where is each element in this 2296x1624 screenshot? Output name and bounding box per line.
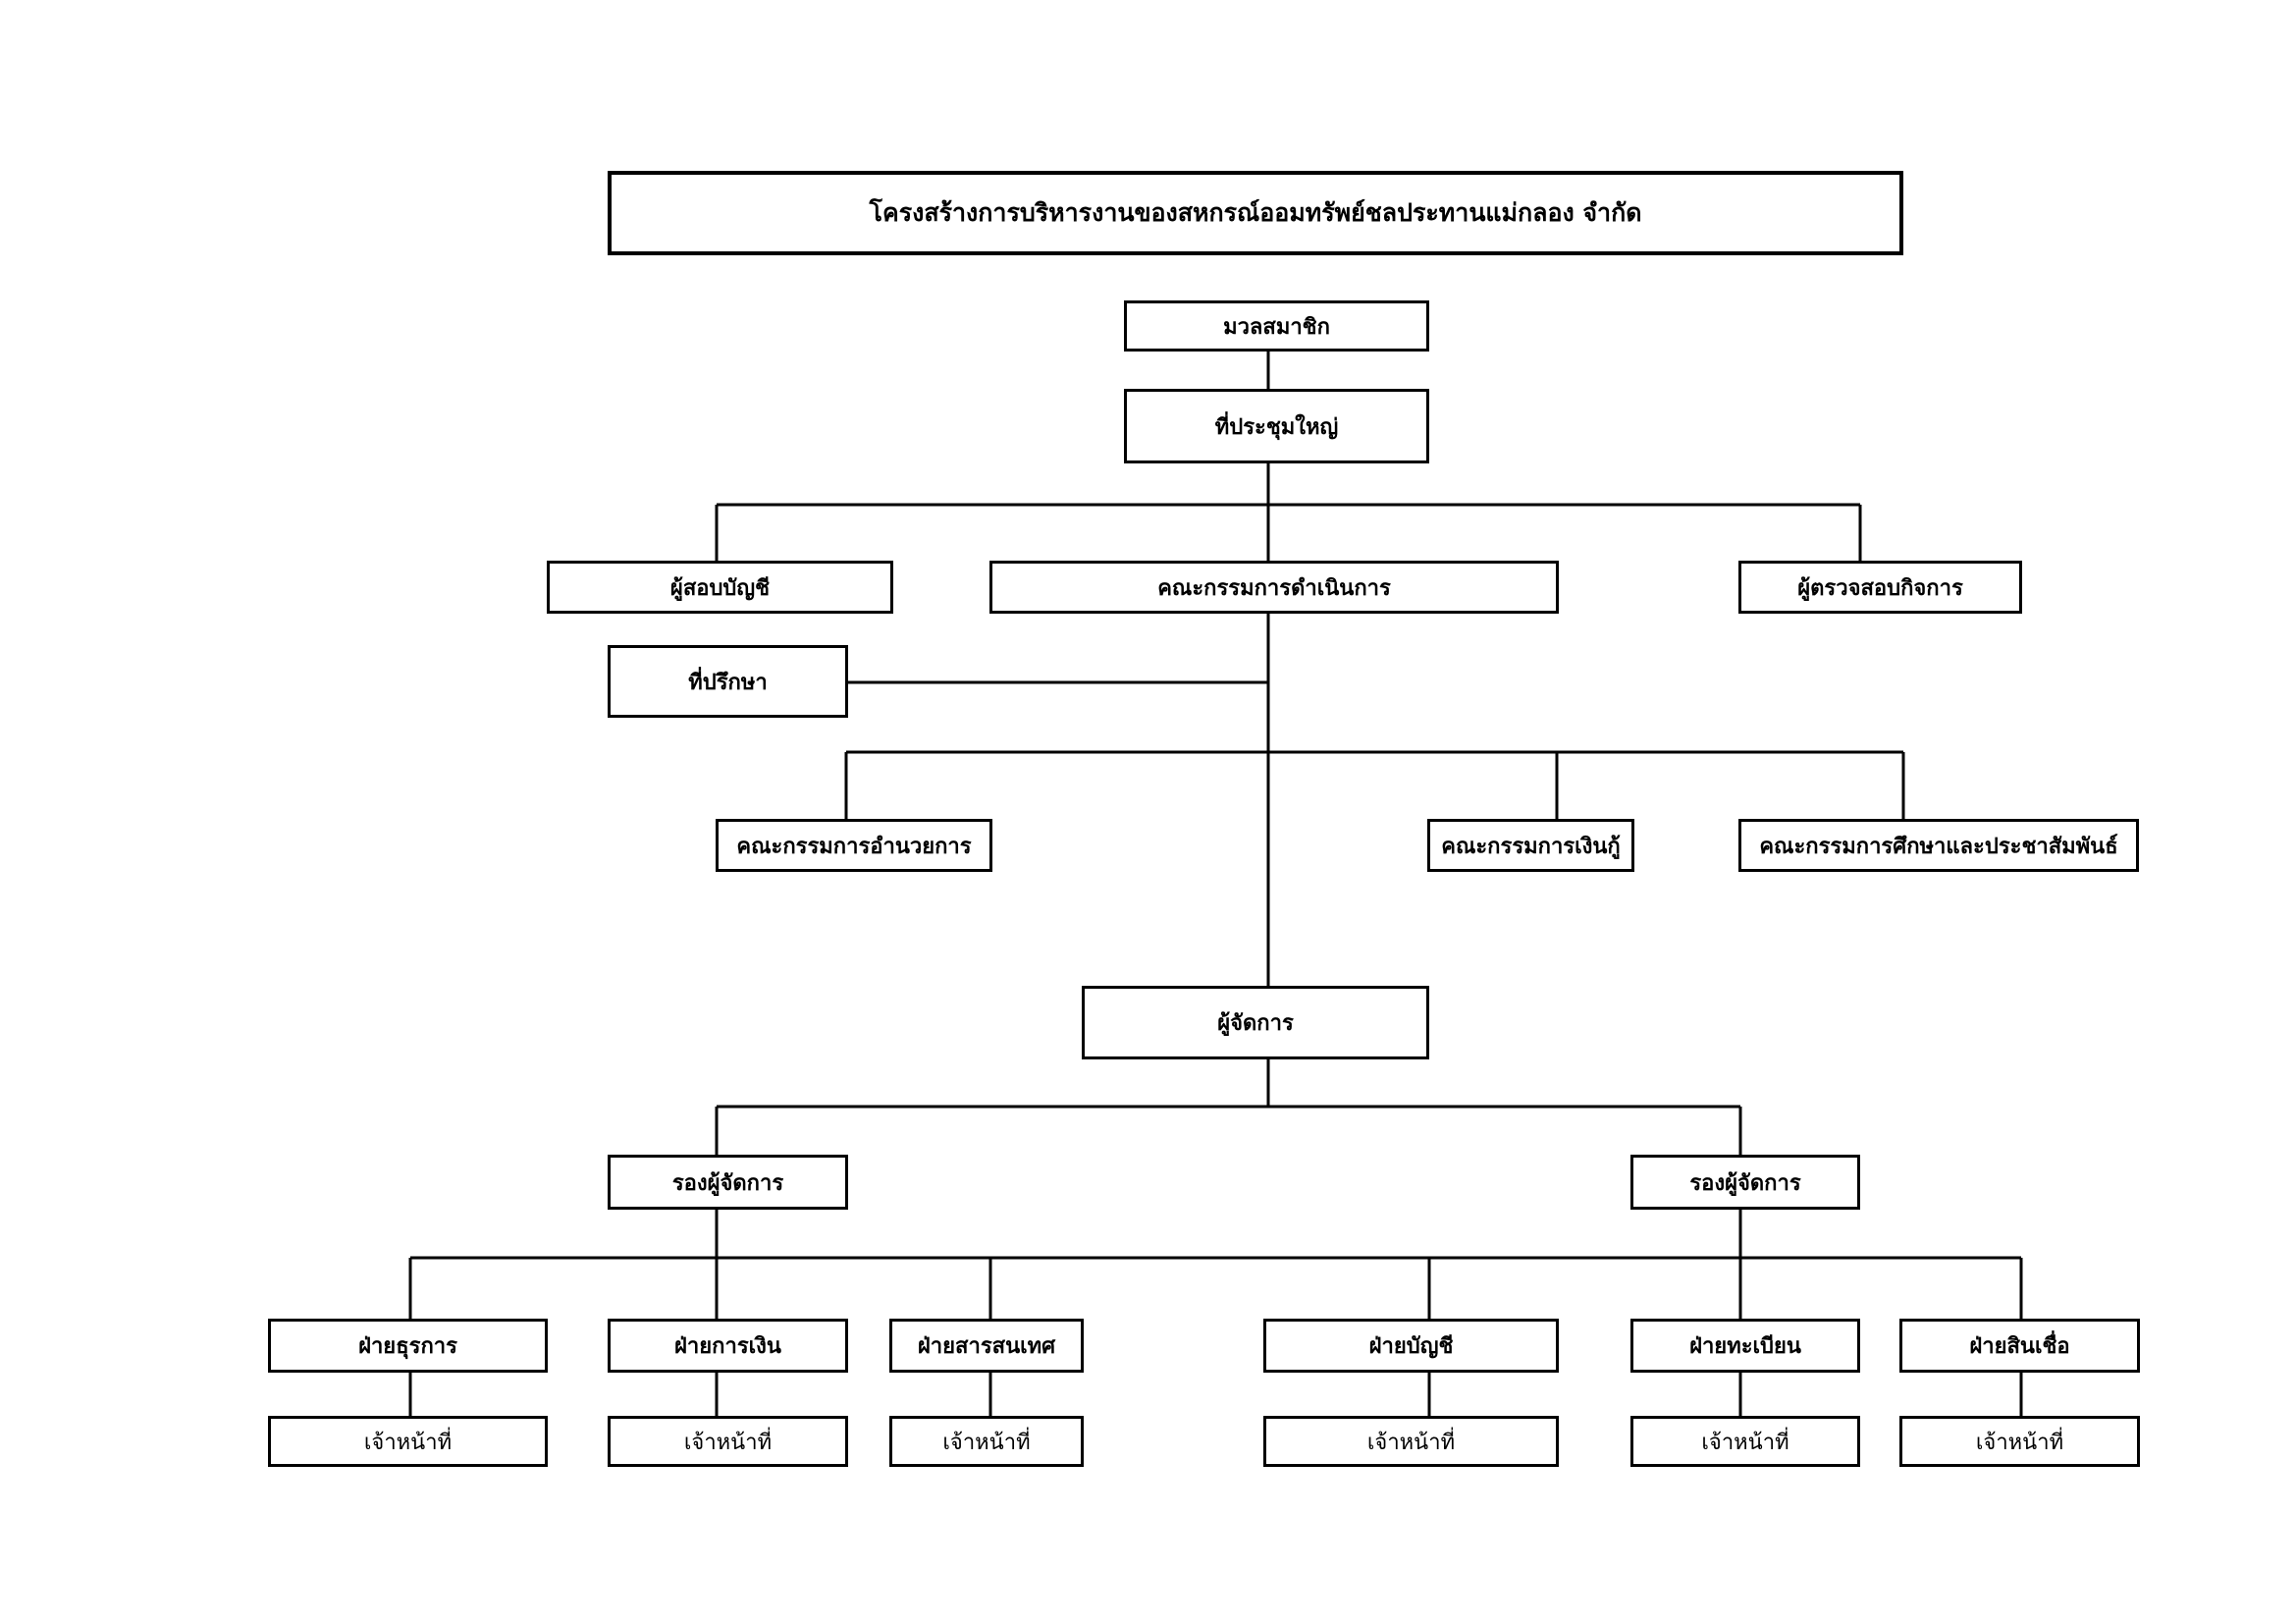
node-staff: เจ้าหน้าที่: [1630, 1416, 1860, 1467]
node-admin-committee: คณะกรรมการอำนวยการ: [716, 819, 992, 872]
node-department: ฝ่ายธุรการ: [268, 1319, 548, 1373]
node-department: ฝ่ายสารสนเทศ: [889, 1319, 1084, 1373]
chart-title: โครงสร้างการบริหารงานของสหกรณ์ออมทรัพย์ช…: [608, 171, 1903, 255]
node-deputy-manager-right: รองผู้จัดการ: [1630, 1155, 1860, 1210]
node-department: ฝ่ายสินเชื่อ: [1899, 1319, 2140, 1373]
node-staff: เจ้าหน้าที่: [1263, 1416, 1559, 1467]
node-staff: เจ้าหน้าที่: [268, 1416, 548, 1467]
node-staff: เจ้าหน้าที่: [889, 1416, 1084, 1467]
node-manager: ผู้จัดการ: [1082, 986, 1429, 1059]
node-department: ฝ่ายทะเบียน: [1630, 1319, 1860, 1373]
node-loan-committee: คณะกรรมการเงินกู้: [1427, 819, 1634, 872]
node-department: ฝ่ายบัญชี: [1263, 1319, 1559, 1373]
node-department: ฝ่ายการเงิน: [608, 1319, 848, 1373]
node-board: คณะกรรมการดำเนินการ: [989, 561, 1559, 614]
node-deputy-manager-left: รองผู้จัดการ: [608, 1155, 848, 1210]
node-auditor: ผู้สอบบัญชี: [547, 561, 893, 614]
node-inspector: ผู้ตรวจสอบกิจการ: [1738, 561, 2022, 614]
node-staff: เจ้าหน้าที่: [1899, 1416, 2140, 1467]
node-staff: เจ้าหน้าที่: [608, 1416, 848, 1467]
node-education-committee: คณะกรรมการศึกษาและประชาสัมพันธ์: [1738, 819, 2139, 872]
node-members: มวลสมาชิก: [1124, 300, 1429, 352]
node-general-meeting: ที่ประชุมใหญ่: [1124, 389, 1429, 463]
node-advisor: ที่ปรึกษา: [608, 645, 848, 718]
